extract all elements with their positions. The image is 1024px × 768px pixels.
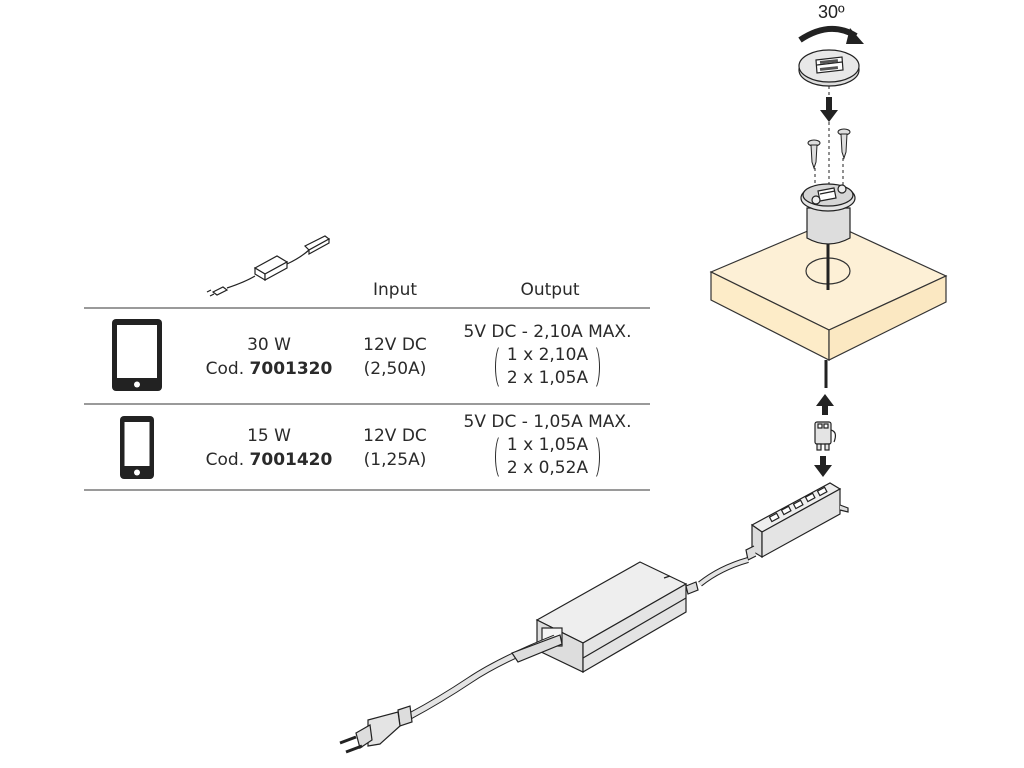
input-voltage: 12V DC — [363, 335, 427, 355]
output-breakdown: 1 x 1,05A 2 x 0,52A — [494, 434, 601, 480]
arrow-down-icon — [820, 97, 838, 122]
output-breakdown: 1 x 2,10A 2 x 1,05A — [494, 344, 601, 390]
screw-icon — [807, 128, 851, 170]
input-current: (1,25A) — [363, 450, 427, 470]
output-max: 5V DC - 2,10A MAX. — [463, 322, 632, 342]
input-current: (2,50A) — [363, 359, 427, 379]
rotation-arrow-icon — [798, 26, 864, 44]
smartphone-icon — [120, 416, 154, 479]
distribution-block-icon — [745, 482, 849, 561]
table-top-rule — [84, 307, 650, 309]
euro-plug-icon — [339, 705, 413, 754]
transformer-icon — [535, 561, 699, 674]
input-voltage: 12V DC — [363, 426, 427, 446]
table-middle-rule — [84, 403, 650, 405]
input-header: Input — [372, 280, 418, 300]
rotation-angle-label: 30º — [818, 2, 845, 22]
power-adapter-icon — [206, 235, 331, 297]
power-rating: 30 W — [247, 335, 291, 355]
power-rating: 15 W — [247, 426, 291, 446]
product-code: Cod. 7001320 — [205, 359, 333, 379]
connector-icon — [814, 421, 837, 451]
output-max: 5V DC - 1,05A MAX. — [463, 412, 632, 432]
arrow-up-icon — [816, 394, 834, 415]
product-code: Cod. 7001420 — [205, 450, 333, 470]
tablet-icon — [112, 319, 162, 391]
output-header: Output — [520, 280, 580, 300]
usb-cap-icon — [798, 49, 860, 87]
usb-socket-icon — [800, 183, 856, 290]
table-bottom-rule — [84, 489, 650, 491]
arrow-down-icon — [814, 456, 832, 477]
